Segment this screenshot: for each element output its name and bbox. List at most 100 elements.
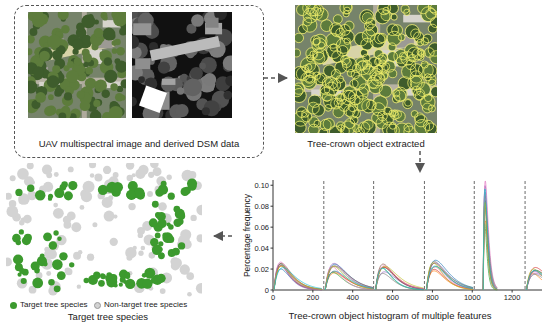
non-target-crown (65, 268, 72, 275)
target-crown (48, 197, 52, 201)
tree-crown (431, 87, 437, 96)
histogram-curve (325, 266, 373, 290)
tree-crown (28, 48, 32, 55)
target-crown (22, 236, 31, 245)
non-target-crown (113, 214, 117, 218)
non-target-crown (68, 166, 74, 172)
crown-outline (344, 21, 354, 31)
non-target-crown (23, 215, 32, 224)
target-crown (16, 240, 21, 245)
tick (271, 290, 274, 291)
crown-outline (430, 51, 437, 64)
tree-crown (48, 94, 54, 100)
image-panel (6, 163, 202, 297)
tick-label: 0 (271, 293, 275, 302)
tree-crown (61, 12, 68, 17)
tree-crown (115, 61, 126, 73)
non-target-crown (153, 167, 162, 176)
legend-text: Non-target tree species (104, 300, 187, 310)
non-target-crown (56, 235, 66, 245)
stage-panel: Tree-crown object extracted (287, 3, 445, 151)
crown-outline (344, 38, 351, 45)
histogram-curve (376, 264, 424, 290)
non-target-crown (180, 229, 191, 240)
non-target-crown (141, 246, 146, 251)
histogram-curve (376, 267, 424, 290)
non-target-crown (133, 246, 137, 250)
tree-crown (104, 70, 117, 83)
flow-arrow (264, 77, 287, 79)
histogram-curve (483, 192, 497, 290)
histogram-curve (483, 202, 497, 290)
crown-outline (344, 7, 351, 14)
map-ground (6, 163, 202, 297)
crown-outline (378, 33, 387, 42)
tree-crown (403, 99, 412, 108)
non-target-crown (138, 251, 143, 256)
target-crown (48, 279, 55, 286)
tick-label: 0 (265, 286, 269, 295)
target-crown (142, 273, 147, 278)
non-target-crown (81, 191, 92, 202)
crown-outline (416, 82, 430, 96)
building-height (206, 18, 219, 28)
target-crown (43, 232, 52, 241)
non-target-crown (197, 234, 202, 242)
histogram-curve (426, 263, 473, 290)
tree-crown (395, 112, 405, 122)
tree-crown (81, 14, 95, 28)
non-target-crown (180, 264, 190, 274)
target-crown (95, 274, 100, 279)
target-crown (134, 187, 144, 197)
tick (512, 290, 513, 293)
histogram-curve (274, 263, 322, 290)
tree-crown (52, 50, 62, 60)
stage-caption: Tree-crown object extracted (287, 138, 445, 149)
target-crown (168, 193, 175, 200)
axis-title: Percentage frequency (243, 193, 252, 276)
target-crown (19, 268, 25, 274)
histogram-curve (426, 261, 473, 290)
target-crown (98, 280, 105, 287)
tick-label: 1000 (464, 293, 481, 302)
tree-crown (388, 52, 397, 61)
stage-caption: UAV multispectral image and derived DSM … (15, 138, 263, 149)
crown-outline (326, 44, 340, 58)
histogram-chart (271, 180, 543, 293)
target-crown (149, 218, 158, 227)
crown-outline (362, 13, 372, 23)
stage-caption: Tree-crown object histogram of multiple … (232, 310, 548, 321)
legend-swatch (94, 302, 101, 309)
tree-crown (392, 15, 397, 20)
tree-crown (295, 122, 306, 133)
crown-outline (425, 123, 437, 133)
image-panel (132, 12, 232, 118)
non-target-crown (196, 205, 202, 216)
histogram-curve (376, 266, 424, 290)
target-crown (100, 273, 105, 278)
tree-crown (120, 79, 126, 88)
crown-outline (415, 119, 430, 133)
crown-outline (359, 84, 370, 95)
tree-crown (44, 106, 54, 116)
tree-crown (360, 10, 373, 23)
crown-outline (423, 34, 432, 43)
building-height (150, 36, 221, 61)
crown-outline (361, 38, 373, 50)
crown-outline (388, 43, 396, 51)
histogram-curve (274, 264, 322, 290)
non-target-crown (53, 208, 64, 219)
histogram-curve (274, 266, 322, 290)
non-target-crown (27, 163, 34, 169)
crown-outline (295, 121, 306, 133)
crown-outline (342, 58, 351, 67)
crown-outline (393, 87, 407, 101)
tick-label: 0.06 (254, 223, 269, 232)
histogram-curve (483, 204, 497, 290)
target-crown (13, 254, 23, 264)
non-target-crown (90, 173, 94, 177)
non-target-crown (78, 250, 83, 255)
